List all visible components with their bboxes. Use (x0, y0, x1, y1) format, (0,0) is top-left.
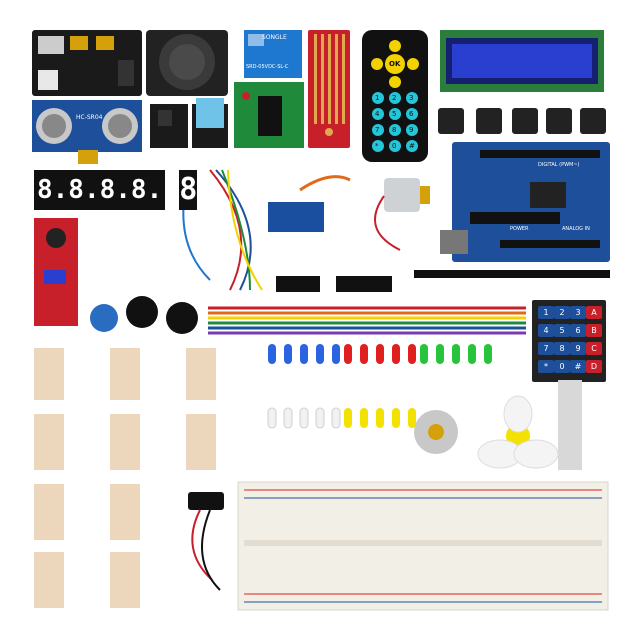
remote-digit: # (409, 142, 415, 150)
keypad-key: 2 (554, 306, 570, 319)
ribbon-cable (208, 306, 526, 335)
joystick-module (146, 30, 228, 96)
keypad-key: C (586, 342, 602, 355)
breadboard (237, 481, 609, 611)
battery-clip (188, 492, 224, 591)
servo-motor (268, 175, 351, 232)
ic-chips (276, 276, 392, 292)
dht-sensor-module (192, 98, 228, 148)
water-level-sensor (308, 30, 350, 148)
remote-digit: 9 (409, 126, 414, 134)
remote-digit: 5 (392, 110, 397, 118)
keypad-key: 4 (538, 324, 554, 337)
keypad-key: 3 (570, 306, 586, 319)
keypad-key: D (586, 360, 602, 373)
stepper-motor (414, 410, 458, 454)
remote-digit: 4 (375, 110, 380, 118)
fan-propeller (477, 395, 559, 469)
arduino-analog-label: ANALOG IN (562, 226, 590, 232)
stepper-driver-board (234, 82, 304, 148)
seven-segment-display: 8.8.8.8. 8 (34, 170, 198, 210)
ultrasonic-label: HC-SR04 (76, 114, 103, 121)
keypad-key: # (570, 360, 586, 373)
arduino-digital-label: DIGITAL (PWM~) (538, 162, 580, 168)
keypad-key: 5 (554, 324, 570, 337)
breadboard-power-module (32, 30, 142, 96)
buzzers-and-potentiometer (90, 296, 198, 334)
ultrasonic-sensor (32, 100, 142, 164)
keypad-key: 9 (570, 342, 586, 355)
four-digit-display: 8.8.8.8. (34, 170, 166, 210)
remote-digit: 8 (392, 126, 397, 134)
relay-brand-label: SONGLE (262, 34, 287, 41)
ir-receiver-module (150, 104, 188, 148)
keypad-key: 1 (538, 306, 554, 319)
keypad-key: 7 (538, 342, 554, 355)
remote-digit: 7 (375, 126, 380, 134)
push-buttons (438, 108, 606, 134)
relay-model-label: SRD-05VDC-SL-C (246, 64, 289, 70)
arduino-uno-board (440, 142, 610, 262)
sound-sensor-module (34, 218, 78, 326)
keypad-key: A (586, 306, 602, 319)
remote-digit: 0 (392, 142, 397, 150)
ir-remote (362, 30, 428, 162)
remote-digit: 1 (375, 94, 380, 102)
relay-module (244, 30, 302, 78)
keypad-key: 0 (554, 360, 570, 373)
remote-digit: 2 (392, 94, 397, 102)
led-rows (267, 344, 492, 429)
keypad-key: B (586, 324, 602, 337)
remote-digit: 3 (409, 94, 414, 102)
dc-motor (374, 178, 430, 251)
lcd-display (440, 30, 604, 92)
keypad-key: * (538, 360, 554, 373)
arduino-power-label: POWER (510, 226, 529, 232)
resistor-strips (34, 348, 216, 608)
remote-digit: * (375, 142, 379, 150)
remote-digit: 6 (409, 110, 414, 118)
remote-ok-label: OK (389, 60, 401, 68)
keypad-key: 6 (570, 324, 586, 337)
keypad-key: 8 (554, 342, 570, 355)
pin-header (414, 270, 610, 278)
single-digit-display: 8 (179, 170, 198, 210)
